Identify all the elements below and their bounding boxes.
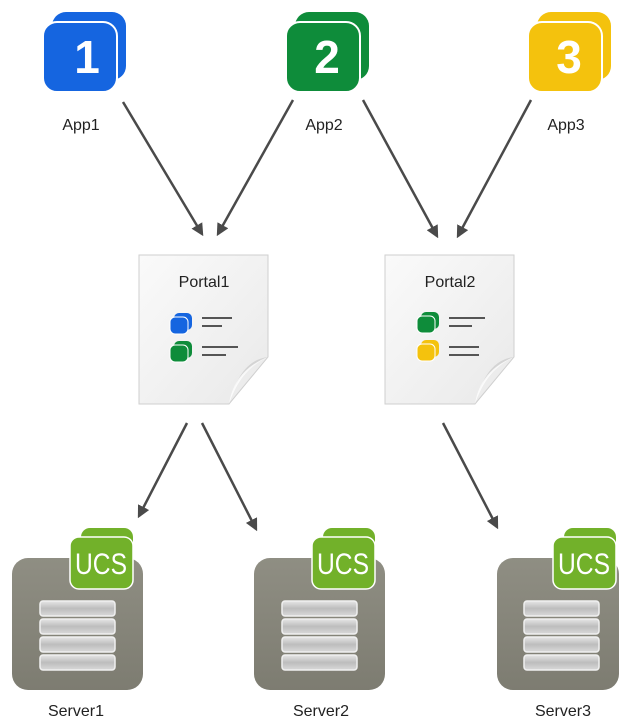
app2-icon: 2 (285, 12, 369, 93)
server2-node[interactable]: UCS Server2 (254, 528, 385, 720)
arrow-app1-portal1 (121, 101, 204, 237)
server2-ucs-text: UCS (317, 548, 369, 581)
portal2-node[interactable]: Portal2 (384, 254, 515, 405)
arrow-portal2-server3 (441, 422, 499, 530)
app3-label: App3 (547, 117, 584, 134)
server1-label: Server1 (48, 703, 104, 720)
server2-disk-stack (281, 600, 358, 671)
arrow-portal1-server2 (200, 422, 258, 532)
server1-node[interactable]: UCS Server1 (12, 528, 143, 720)
app3-number: 3 (556, 31, 582, 83)
server3-disk-stack (523, 600, 600, 671)
server1-ucs-badge: UCS (69, 528, 134, 590)
portal2-document-icon (384, 254, 515, 405)
app2-node[interactable]: 2 App2 (285, 12, 369, 134)
server3-ucs-text: UCS (558, 548, 610, 581)
portal1-document-icon (138, 254, 269, 405)
portal1-entry-app2 (169, 341, 238, 363)
server3-ucs-badge: UCS (552, 528, 617, 590)
connection-arrows (121, 99, 533, 532)
app1-node[interactable]: 1 App1 (42, 12, 126, 134)
portal1-label: Portal1 (179, 274, 230, 291)
server2-ucs-badge: UCS (311, 528, 376, 590)
arrow-app2-portal2 (361, 99, 439, 239)
app1-label: App1 (62, 117, 99, 134)
arrow-portal1-server1 (137, 422, 189, 519)
portal2-entry-app2 (416, 312, 485, 334)
app1-icon: 1 (42, 12, 126, 93)
app2-number: 2 (314, 31, 340, 83)
portal2-entry-app3 (416, 340, 479, 362)
portal2-label: Portal2 (425, 274, 476, 291)
server1-ucs-text: UCS (75, 548, 127, 581)
arrow-app2-portal1 (216, 99, 295, 237)
app1-number: 1 (74, 31, 100, 83)
portal1-entry-app1 (169, 313, 232, 335)
app2-label: App2 (305, 117, 342, 134)
server3-node[interactable]: UCS Server3 (497, 528, 619, 720)
server1-disk-stack (39, 600, 116, 671)
arrow-app3-portal2 (456, 99, 533, 239)
server2-label: Server2 (293, 703, 349, 720)
server3-label: Server3 (535, 703, 591, 720)
portal1-node[interactable]: Portal1 (138, 254, 269, 405)
app3-node[interactable]: 3 App3 (527, 12, 611, 134)
app3-icon: 3 (527, 12, 611, 93)
